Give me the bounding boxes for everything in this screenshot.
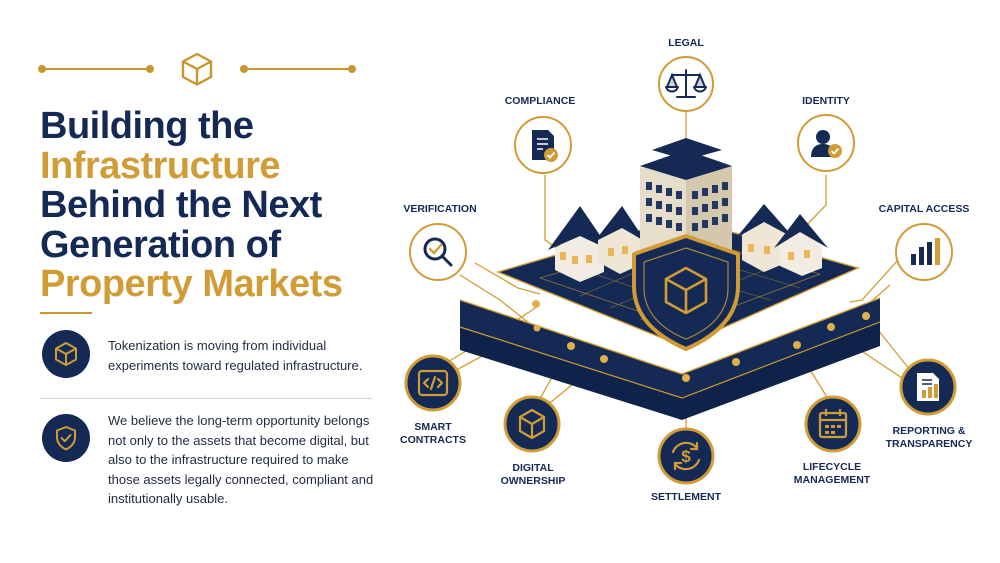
node-circle <box>804 395 862 453</box>
report-chart-icon <box>917 373 939 401</box>
scales-icon <box>665 69 707 98</box>
shield-cube-icon <box>632 234 740 351</box>
node-verification: VERIFICATION <box>403 203 477 281</box>
node-label: TRANSPARENCY <box>886 438 973 450</box>
cube-icon <box>55 342 77 366</box>
node-identity: IDENTITY <box>797 95 855 172</box>
node-legal: LEGAL <box>658 37 714 112</box>
node-label: CONTRACTS <box>400 434 466 446</box>
page-title: Building the Infrastructure Behind the N… <box>40 105 343 305</box>
bar-chart-icon <box>911 238 940 265</box>
code-icon <box>417 369 449 397</box>
top-divider-left <box>38 65 154 73</box>
node-label: LEGAL <box>668 37 704 49</box>
node-label: SETTLEMENT <box>651 491 722 503</box>
node-settlement: $ SETTLEMENT <box>651 427 722 503</box>
points-divider <box>40 398 372 399</box>
node-label: CAPITAL ACCESS <box>879 203 970 215</box>
node-label: OWNERSHIP <box>501 475 566 487</box>
point-badge-cube <box>42 330 90 378</box>
title-line-1: Building the <box>40 105 254 147</box>
node-capital-access: CAPITAL ACCESS <box>879 203 970 281</box>
node-compliance: COMPLIANCE <box>505 95 576 174</box>
title-line-5: Property Markets <box>40 263 343 305</box>
node-label: VERIFICATION <box>403 203 476 215</box>
node-label: LIFECYCLE <box>803 461 861 473</box>
point-text-1: Tokenization is moving from individual e… <box>108 338 363 373</box>
title-line-3: Behind the Next <box>40 184 322 226</box>
node-label: IDENTITY <box>802 95 850 107</box>
cube-icon <box>518 408 546 440</box>
cube-icon <box>181 52 213 86</box>
node-label: REPORTING & <box>893 425 966 437</box>
calendar-icon <box>818 409 848 439</box>
point-text-2: We believe the long-term opportunity bel… <box>108 413 374 506</box>
shield-check-icon <box>56 426 76 451</box>
node-circle <box>657 427 715 485</box>
document-check-icon <box>532 130 558 162</box>
top-divider-right <box>240 65 356 73</box>
dollar-cycle-icon: $ <box>671 441 701 471</box>
title-underline <box>40 312 92 314</box>
user-check-icon <box>811 130 842 158</box>
node-reporting-transparency: REPORTING &TRANSPARENCY <box>886 358 973 450</box>
node-circle <box>409 223 467 281</box>
node-label: MANAGEMENT <box>794 474 871 486</box>
node-label: DIGITAL <box>512 462 554 474</box>
title-line-2: Infrastructure <box>40 144 281 187</box>
point-badge-shield <box>42 414 90 462</box>
title-line-4: Generation of <box>40 223 281 266</box>
svg-text:$: $ <box>681 447 691 466</box>
node-label: COMPLIANCE <box>505 95 576 107</box>
magnifier-check-icon <box>423 237 453 267</box>
node-label: SMART <box>414 421 452 433</box>
